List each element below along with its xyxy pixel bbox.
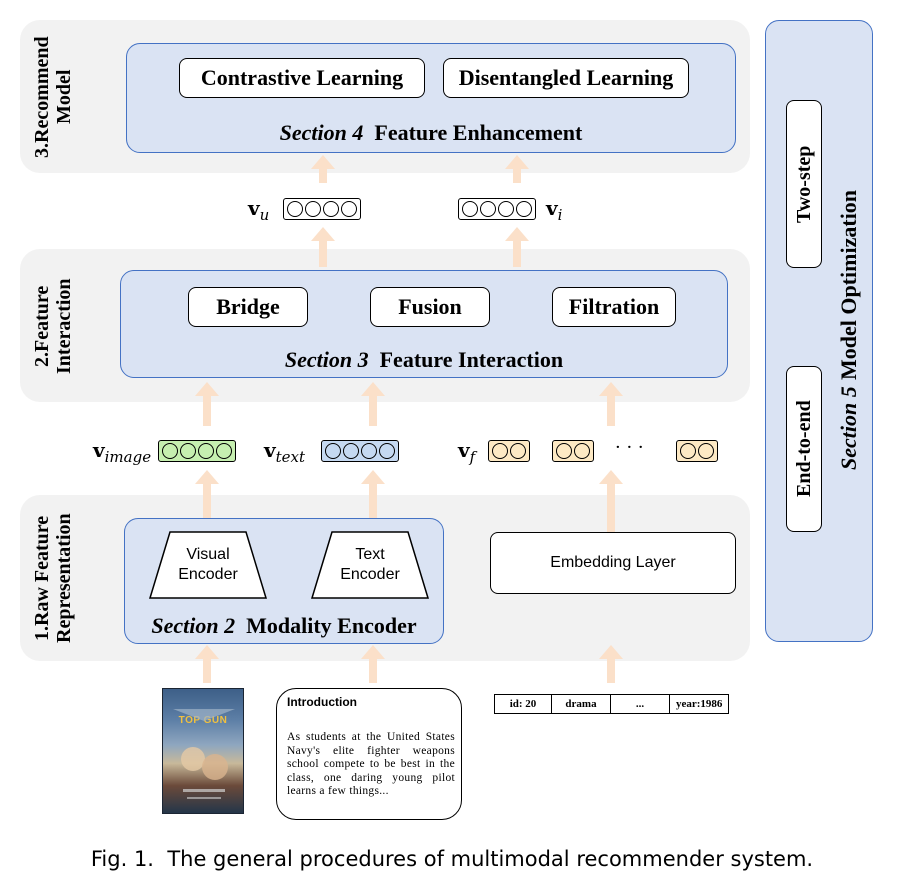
meta-cell-id: id: 20	[494, 694, 552, 714]
figure-caption: Fig. 1. The general procedures of multim…	[90, 847, 814, 871]
disentangled-learning-box: Disentangled Learning	[443, 58, 689, 98]
text-encoder-shape	[310, 530, 430, 600]
movie-poster-image: TOP GUN	[162, 688, 244, 814]
arrow-up-icon	[311, 155, 335, 183]
vector-ellipsis: · · ·	[615, 437, 644, 458]
intro-heading: Introduction	[287, 695, 357, 709]
vector-user-label: vu	[248, 196, 270, 224]
vector-cell	[162, 443, 178, 459]
meta-cell-genre: drama	[551, 694, 611, 714]
text-encoder-label: Text Encoder	[340, 546, 400, 583]
arrow-up-icon	[311, 227, 335, 267]
vector-cell	[305, 201, 321, 217]
vector-image	[158, 440, 236, 462]
vector-cell	[498, 201, 514, 217]
end-to-end-box: End-to-end	[786, 366, 822, 532]
section3-number: Section 3	[284, 347, 369, 372]
meta-cell-year: year:1986	[668, 694, 730, 714]
vector-cell	[216, 443, 232, 459]
metadata-table-grid: id: 20 drama ... year:1986	[494, 694, 730, 714]
vector-feature	[676, 440, 718, 462]
section5-title: Section 5 Model Optimization	[832, 60, 866, 600]
arrow-up-icon	[599, 645, 623, 683]
vector-cell	[180, 443, 196, 459]
vector-item	[458, 198, 536, 220]
arrow-up-icon	[361, 382, 385, 426]
arrow-up-icon	[195, 470, 219, 518]
section5-name: Model Optimization	[836, 190, 861, 381]
bridge-box: Bridge	[188, 287, 308, 327]
arrow-up-icon	[505, 227, 529, 267]
vector-cell	[492, 443, 508, 459]
vector-text	[321, 440, 399, 462]
poster-art	[173, 709, 235, 799]
metadata-table: id: 20 drama ... year:1986	[494, 694, 730, 714]
visual-encoder-label: Visual Encoder	[178, 546, 238, 583]
vector-cell	[680, 443, 696, 459]
section3-title: Section 3 Feature Interaction	[120, 347, 728, 373]
vector-cell	[510, 443, 526, 459]
vector-item-label: vi	[546, 196, 563, 224]
vector-cell	[361, 443, 377, 459]
vector-cell	[198, 443, 214, 459]
vector-feature	[488, 440, 530, 462]
vector-cell	[343, 443, 359, 459]
two-step-box: Two-step	[786, 100, 822, 268]
vector-image-label: vimage	[93, 438, 152, 466]
vector-text-label: vtext	[264, 438, 306, 466]
vector-cell	[480, 201, 496, 217]
fusion-box: Fusion	[370, 287, 490, 327]
section5-number: Section 5	[836, 385, 861, 470]
vector-cell	[574, 443, 590, 459]
arrow-up-icon	[195, 645, 219, 683]
arrow-up-icon	[505, 155, 529, 183]
recommend-model-label: 3.Recommend Model	[31, 36, 75, 158]
meta-cell-ellipsis: ...	[610, 694, 670, 714]
visual-encoder-trapezoid	[148, 531, 268, 599]
vector-feature-label: vf	[458, 438, 476, 466]
contrastive-learning-box: Contrastive Learning	[179, 58, 425, 98]
section2-name: Modality Encoder	[246, 613, 417, 638]
vector-user	[283, 198, 361, 220]
embedding-layer-box: Embedding Layer	[490, 532, 736, 594]
vector-cell	[556, 443, 572, 459]
arrow-up-icon	[361, 470, 385, 518]
vector-cell	[325, 443, 341, 459]
vector-cell	[698, 443, 714, 459]
raw-feature-label: 1.Raw Feature Representation	[31, 513, 75, 643]
section4-title: Section 4 Feature Enhancement	[126, 120, 736, 146]
section2-number: Section 2	[151, 613, 236, 638]
section4-number: Section 4	[279, 120, 364, 145]
filtration-box: Filtration	[552, 287, 676, 327]
arrow-up-icon	[599, 382, 623, 426]
section3-name: Feature Interaction	[379, 347, 564, 372]
intro-body: As students at the United States Navy's …	[287, 731, 455, 797]
arrow-up-icon	[361, 645, 385, 683]
arrow-up-icon	[599, 470, 623, 532]
section4-name: Feature Enhancement	[374, 120, 583, 145]
section2-title: Section 2 Modality Encoder	[124, 613, 444, 639]
vector-feature	[552, 440, 594, 462]
arrow-up-icon	[195, 382, 219, 426]
vector-cell	[462, 201, 478, 217]
vector-cell	[287, 201, 303, 217]
feature-interaction-label: 2.Feature Interaction	[31, 278, 75, 374]
vector-cell	[341, 201, 357, 217]
visual-encoder-shape	[148, 530, 268, 600]
vector-cell	[379, 443, 395, 459]
vector-cell	[516, 201, 532, 217]
text-encoder-trapezoid	[310, 531, 430, 599]
vector-cell	[323, 201, 339, 217]
intro-text-box: Introduction As students at the United S…	[276, 688, 462, 820]
